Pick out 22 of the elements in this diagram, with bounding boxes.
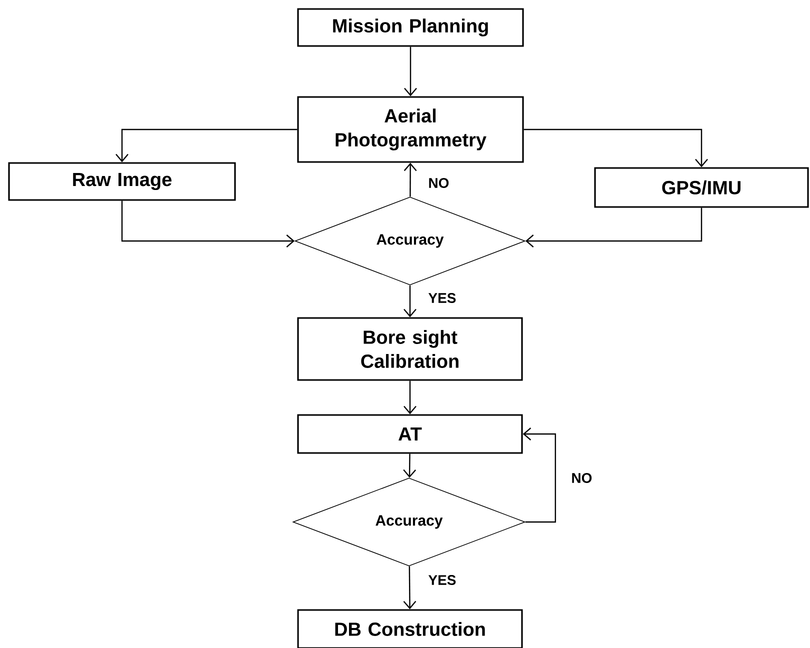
arrow <box>404 46 417 96</box>
edge-label: YES <box>427 574 458 586</box>
arrow <box>116 128 298 162</box>
arrow <box>403 566 416 610</box>
process-box: Mission Planning <box>297 8 524 47</box>
arrow <box>522 428 556 523</box>
edge-label: YES <box>427 292 458 304</box>
arrow <box>404 162 417 197</box>
arrow <box>524 128 708 168</box>
process-box: DB Construction <box>297 609 523 648</box>
process-box: AT <box>297 414 523 454</box>
edge-label: NO <box>427 177 450 189</box>
edge-label: NO <box>570 472 594 484</box>
arrow <box>404 285 416 318</box>
arrow <box>121 200 295 248</box>
process-box: Raw Image <box>8 162 236 201</box>
arrow <box>403 454 416 478</box>
process-box: Aerial Photogrammetry <box>297 96 524 163</box>
arrow <box>525 208 702 248</box>
process-box: GPS/IMU <box>594 167 809 208</box>
process-box: Bore sight Calibration <box>297 317 523 381</box>
arrow <box>404 380 416 414</box>
